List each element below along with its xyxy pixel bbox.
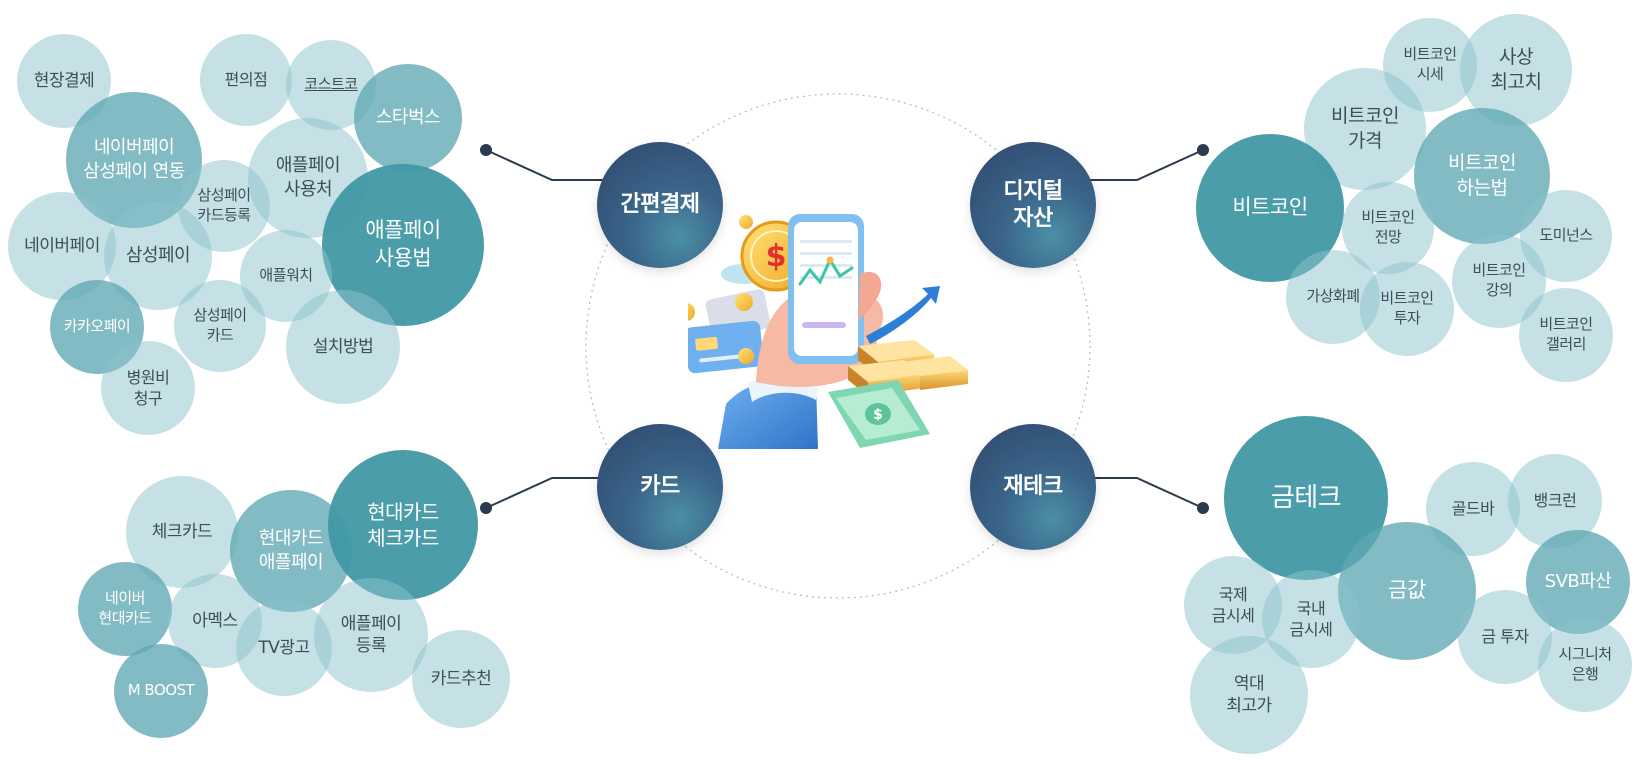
smartphone-icon [788, 214, 864, 364]
small-coins-icon [688, 293, 754, 364]
connector-dot-investment [1197, 502, 1209, 514]
connector-dot-card [480, 502, 492, 514]
keyword-bubble: 현대카드 체크카드 [328, 450, 478, 600]
connector-investment [1085, 477, 1204, 509]
keyword-bubble: 네이버 현대카드 [78, 562, 172, 656]
keyword-bubble: 금 투자 [1458, 590, 1552, 684]
hub-digital-asset: 디지털 자산 [970, 142, 1096, 268]
connector-digital-asset [1085, 149, 1204, 181]
keyword-bubble: 시그니처 은행 [1538, 618, 1632, 712]
connector-dot-digital-asset [1197, 144, 1209, 156]
finance-illustration: $ [688, 214, 968, 449]
gold-bars-icon [848, 340, 968, 396]
keyword-bubble: 편의점 [200, 34, 292, 126]
thumb-shape [858, 271, 882, 320]
bill-symbol: $ [873, 407, 883, 423]
keyword-bubble: 비트코인 갤러리 [1519, 288, 1613, 382]
keyword-bubble: TV광고 [236, 600, 332, 696]
hub-card: 카드 [597, 424, 723, 550]
keyword-bubble: 비트코인 투자 [1360, 262, 1454, 356]
hub-simple-pay: 간편결제 [597, 142, 723, 268]
keyword-bubble: M BOOST [114, 644, 208, 738]
connector-card [485, 477, 605, 509]
keyword-bubble: 역대 최고가 [1190, 636, 1308, 754]
orbit-ring [585, 93, 1091, 599]
hub-investment: 재테크 [970, 424, 1096, 550]
keyword-bubble: 병원비 청구 [101, 341, 195, 435]
sleeve-shape [718, 379, 818, 449]
coin-symbol: $ [766, 239, 787, 274]
up-arrow-icon [866, 286, 940, 344]
connector-simple-pay [485, 149, 605, 181]
keyword-bubble: 사상 최고치 [1460, 14, 1572, 126]
trend-line-icon [798, 256, 854, 286]
keyword-bubble: 스타벅스 [354, 64, 462, 172]
cash-bill-icon: $ [828, 380, 930, 448]
keyword-bubble: 애플페이 등록 [314, 578, 428, 692]
keyword-bubble: 비트코인 전망 [1342, 182, 1434, 274]
keyword-bubble: 삼성페이 카드 [174, 280, 266, 372]
keyword-bubble: 카드추천 [412, 630, 510, 728]
connector-dot-simple-pay [480, 144, 492, 156]
keyword-bubble: 설치방법 [286, 290, 400, 404]
keyword-bubble: 금값 [1338, 522, 1476, 660]
